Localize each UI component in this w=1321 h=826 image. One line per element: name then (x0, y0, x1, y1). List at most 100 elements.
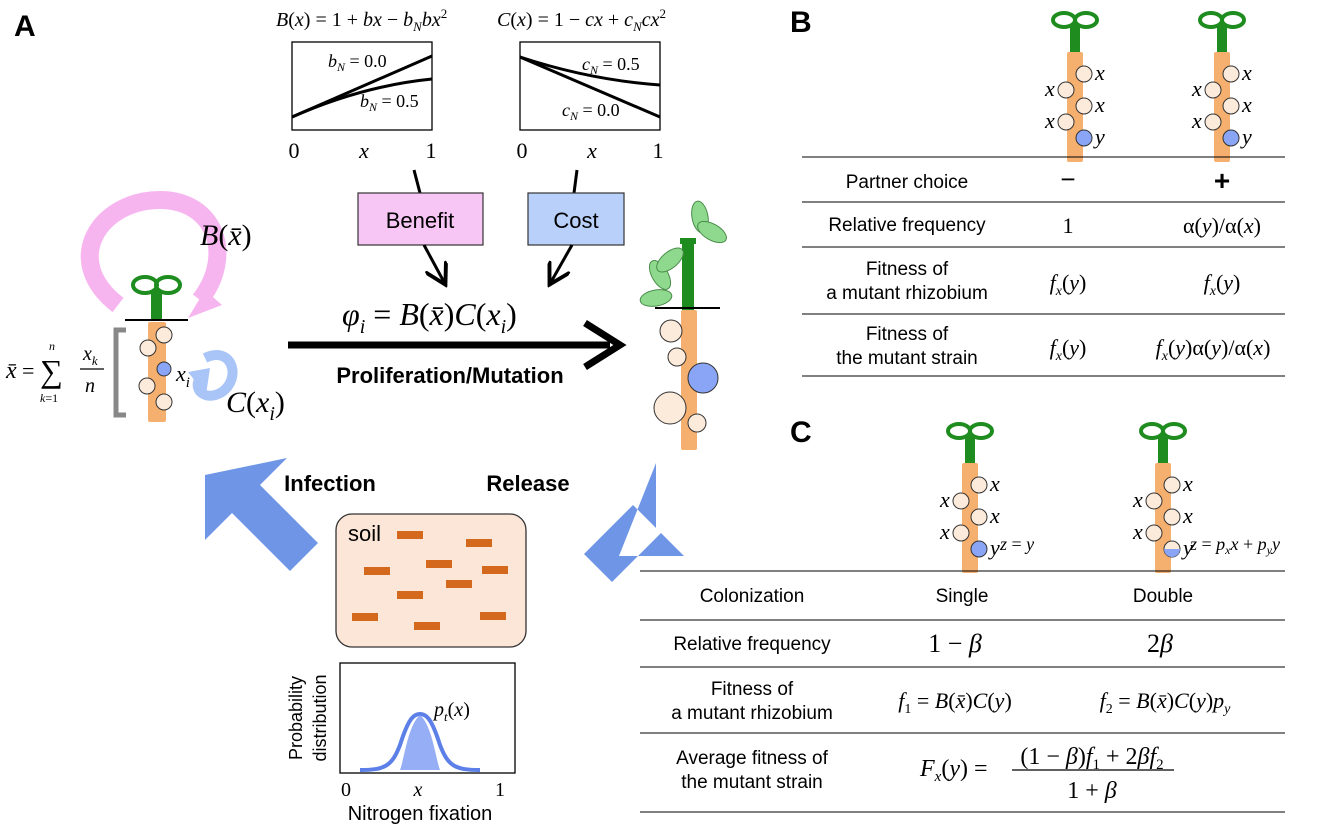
benefit-box-label: Benefit (386, 208, 455, 233)
nodule-label: y (988, 535, 1000, 560)
cost-to-phi-arrow (551, 244, 574, 282)
cost-curve-cn05 (519, 55, 661, 87)
left-plant-leaf (131, 275, 159, 295)
dist-ylabel-1: Probability (286, 676, 306, 760)
nodule-label: x (1132, 519, 1143, 544)
soil-label: soil (348, 521, 381, 546)
leaf (656, 247, 684, 273)
mutant-nodule (1075, 129, 1093, 147)
right-plant-stem-top (680, 238, 696, 244)
xbar-numerator: xk (82, 343, 98, 368)
cost-formula: C(x) = 1 − cx + cNcx2 (497, 6, 666, 34)
soil-box-frame (335, 513, 527, 648)
xbar-equals: = (22, 358, 34, 383)
nodule-bracket (113, 327, 126, 418)
left-plant-stem (151, 290, 162, 320)
nodule (155, 393, 173, 411)
nodule (155, 326, 173, 344)
nodule (970, 508, 988, 526)
nodule (952, 492, 970, 510)
panel-label-b: B (790, 6, 812, 39)
avg-fitness-numerator: (1 − β)f1 + 2βf2 (1020, 744, 1163, 773)
pt-label: pt(x) (432, 699, 470, 724)
dist-xlabel: Nitrogen fixation (348, 803, 493, 825)
fitness-strain-choice: fx(y)α(y)/α(x) (1156, 335, 1271, 364)
fitness-rhizobium-no-choice: fx(y) (1050, 270, 1087, 299)
nodule-label: x (1044, 76, 1055, 101)
small-plant-leaf (1161, 422, 1187, 440)
dist-ylabel-2: distribution (310, 674, 330, 761)
table-row-label: the mutant strain (836, 348, 978, 369)
benefit-formula: B(x) = 1 + bx − bNbx2 (276, 6, 447, 34)
small-plant-stem (965, 435, 975, 463)
nodule-label: x (1094, 92, 1105, 117)
proliferation-arrow-head (583, 320, 627, 370)
benefit-to-phi-arrow (422, 244, 444, 282)
xbar-symbol: x̄ (5, 358, 17, 384)
nodule (1163, 508, 1181, 526)
relfreq-no-choice: 1 (1063, 213, 1074, 238)
nodule (1075, 65, 1093, 83)
c-of-xi-label: C(xi) (226, 386, 285, 425)
rhizobium (397, 591, 423, 599)
nodule-label: x (1241, 92, 1252, 117)
partner-choice-plus: + (1214, 165, 1230, 196)
rhizobium (446, 580, 472, 588)
proliferation-label: Proliferation/Mutation (336, 363, 563, 388)
table-row-label: Fitness of (866, 324, 949, 345)
nodule-label: x (989, 471, 1000, 496)
benefit-tick-0: 0 (289, 138, 300, 163)
benefit-box (357, 192, 484, 246)
nodule-label: x (1191, 108, 1202, 133)
right-plant (639, 200, 727, 450)
nodule-label: y (1093, 124, 1105, 149)
fitness-single: f1 = B(x̄)C(y) (898, 688, 1012, 717)
table-row-label: the mutant strain (681, 772, 823, 793)
fitness-rhizobium-choice: fx(y) (1204, 270, 1241, 299)
nodule-label: x (1132, 487, 1143, 512)
infection-arrow (205, 458, 318, 571)
nodule-label: x (1182, 471, 1193, 496)
benefit-curve-label-1: bN = 0.0 (328, 51, 387, 74)
table-row-label: a mutant rhizobium (671, 703, 833, 724)
nodule (687, 413, 707, 433)
nodule-label: x (939, 487, 950, 512)
nodule-label: x (1182, 503, 1193, 528)
benefit-plot-connector (412, 169, 422, 194)
relfreq-choice: α(y)/α(x) (1183, 213, 1261, 238)
rhizobium (480, 612, 506, 620)
table-row-label: Partner choice (846, 172, 969, 193)
xbar-denominator: n (85, 375, 95, 397)
rhizobium (352, 613, 378, 621)
infection-label: Infection (284, 471, 376, 496)
nodule (139, 339, 157, 357)
nodule (1145, 524, 1163, 542)
mutant-nodule (970, 540, 988, 558)
nodule-label: x (989, 503, 1000, 528)
nodule (1163, 476, 1181, 494)
rhizobium (426, 560, 452, 568)
mutant-nodule (156, 361, 172, 377)
dist-tick-1: 1 (495, 779, 505, 801)
cost-tick-1: 1 (653, 138, 664, 163)
benefit-loop-arrowhead (188, 290, 222, 318)
panel-label-a: A (14, 10, 36, 43)
left-plant-leaf (154, 275, 182, 295)
nodule (138, 377, 156, 395)
benefit-plot: bN = 0.0 bN = 0.5 0 x 1 (289, 41, 437, 163)
cost-plot-connector (572, 169, 579, 194)
nodule (667, 347, 687, 367)
xbar-sigma: ∑ (40, 353, 63, 389)
small-plant-stem (1070, 24, 1080, 52)
nodule (1222, 97, 1240, 115)
table-row-label: Relative frequency (828, 215, 986, 236)
cost-curve-cn0 (519, 55, 661, 119)
table-row-label: Fitness of (866, 259, 949, 280)
cost-tick-x: x (586, 138, 597, 163)
xbar-sum-top: n (49, 339, 55, 353)
nodule (952, 524, 970, 542)
